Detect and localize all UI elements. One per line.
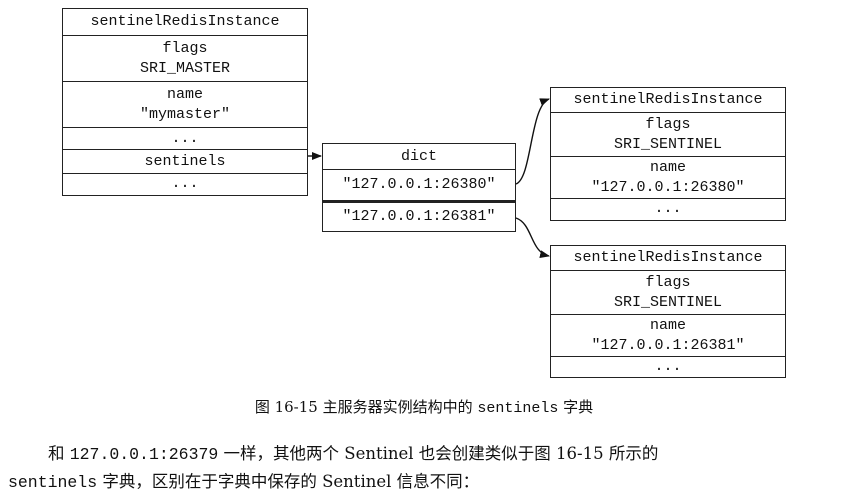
master-instance-box: sentinelRedisInstance flags SRI_MASTER n… xyxy=(62,8,308,196)
master-name-label: name xyxy=(166,85,203,103)
sentinel1-instance-box: sentinelRedisInstance flags SRI_SENTINEL… xyxy=(550,87,786,221)
sentinel1-name-cell: name "127.0.0.1:26380" xyxy=(551,156,785,198)
master-ellipsis-1: ... xyxy=(171,129,199,147)
sentinel2-flags-value: SRI_SENTINEL xyxy=(613,293,723,311)
sentinel1-name-label: name xyxy=(649,158,686,176)
caption-suffix: 字典 xyxy=(558,398,594,416)
paragraph-line-2: sentinels 字典，区别在于字典中保存的 Sentinel 信息不同： xyxy=(8,468,840,492)
para-line1-a: 和 xyxy=(48,444,70,463)
sentinel2-ellipsis: ... xyxy=(654,357,682,375)
para-line1-b: 一样，其他两个 Sentinel 也会创建类似于图 16-15 所示的 xyxy=(218,444,659,463)
master-sentinels-label: sentinels xyxy=(144,152,226,170)
dict-key2-to-sentinel2-arrow xyxy=(515,217,550,259)
sentinel1-flags-value: SRI_SENTINEL xyxy=(613,135,723,153)
connector-arrows xyxy=(308,98,550,259)
dict-box: dict "127.0.0.1:26380" "127.0.0.1:26381" xyxy=(322,143,516,232)
sentinel2-instance-box: sentinelRedisInstance flags SRI_SENTINEL… xyxy=(550,245,786,378)
dict-key1-to-sentinel1-arrow xyxy=(515,98,550,185)
caption-code: sentinels xyxy=(477,400,559,417)
sentinel2-ellipsis-cell: ... xyxy=(551,356,785,376)
dict-key2-cell: "127.0.0.1:26381" xyxy=(323,200,515,230)
master-ellipsis-2: ... xyxy=(171,175,199,192)
dict-key2: "127.0.0.1:26381" xyxy=(342,207,496,225)
master-sentinels-cell: sentinels xyxy=(63,149,307,173)
sentinel1-ellipsis: ... xyxy=(654,200,682,217)
sentinel2-flags-label: flags xyxy=(645,273,691,291)
para-line1-code: 127.0.0.1:26379 xyxy=(69,445,219,464)
master-ellipsis-cell-2: ... xyxy=(63,173,307,194)
master-name-cell: name "mymaster" xyxy=(63,81,307,127)
sentinel1-flags-label: flags xyxy=(645,115,691,133)
dict-title: dict xyxy=(400,147,437,165)
sentinel2-title-cell: sentinelRedisInstance xyxy=(551,246,785,270)
master-flags-cell: flags SRI_MASTER xyxy=(63,35,307,81)
master-ellipsis-cell-1: ... xyxy=(63,127,307,149)
master-flags-value: SRI_MASTER xyxy=(139,59,230,77)
sentinel2-name-value: "127.0.0.1:26381" xyxy=(591,336,745,354)
sentinel1-name-value: "127.0.0.1:26380" xyxy=(591,178,745,196)
dict-title-cell: dict xyxy=(323,144,515,169)
sentinel1-ellipsis-cell: ... xyxy=(551,198,785,219)
master-flags-label: flags xyxy=(162,39,208,57)
master-title: sentinelRedisInstance xyxy=(90,13,280,30)
master-name-value: "mymaster" xyxy=(139,105,230,123)
sentinel2-name-cell: name "127.0.0.1:26381" xyxy=(551,314,785,356)
sentinel1-title-cell: sentinelRedisInstance xyxy=(551,88,785,112)
sentinel1-flags-cell: flags SRI_SENTINEL xyxy=(551,112,785,156)
master-title-cell: sentinelRedisInstance xyxy=(63,9,307,35)
para-line2-b: 字典，区别在于字典中保存的 Sentinel 信息不同： xyxy=(97,472,480,491)
dict-key1-cell: "127.0.0.1:26380" xyxy=(323,169,515,200)
paragraph-line-1: 和 127.0.0.1:26379 一样，其他两个 Sentinel 也会创建类… xyxy=(48,440,848,464)
sentinel2-name-label: name xyxy=(649,316,686,334)
caption-prefix: 图 16-15 主服务器实例结构中的 xyxy=(254,398,478,416)
dict-key1: "127.0.0.1:26380" xyxy=(342,176,496,193)
sentinel2-flags-cell: flags SRI_SENTINEL xyxy=(551,270,785,314)
para-line2-code: sentinels xyxy=(8,473,98,492)
sentinel1-title: sentinelRedisInstance xyxy=(573,91,763,108)
figure-caption: 图 16-15 主服务器实例结构中的 sentinels 字典 xyxy=(0,396,848,417)
sentinel2-title: sentinelRedisInstance xyxy=(573,249,763,266)
